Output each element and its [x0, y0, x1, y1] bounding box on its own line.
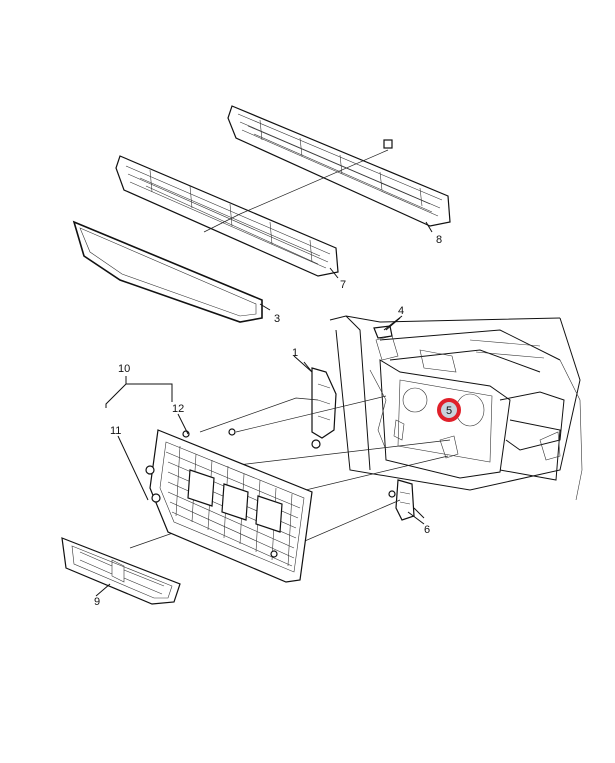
- part-9-lower-grille: [61, 537, 181, 605]
- assembly-lines-top: [203, 149, 389, 233]
- highlight-ring: [437, 398, 461, 422]
- callout-7[interactable]: 7: [340, 279, 346, 291]
- part-8-upper-grille: [227, 105, 451, 227]
- part-1-vertical-bracket: [303, 361, 337, 449]
- callout-5[interactable]: 5: [446, 405, 452, 417]
- callout-1[interactable]: 1: [292, 347, 298, 359]
- callout-12[interactable]: 12: [172, 403, 184, 415]
- callout-labels: 1 3 4 6 7 8 9 10 11 12: [94, 234, 442, 608]
- callout-8[interactable]: 8: [436, 234, 442, 246]
- part-10-main-grille: [145, 428, 313, 583]
- callout-5-highlight[interactable]: 5: [437, 398, 461, 422]
- part-3-seal-frame: [72, 220, 263, 323]
- callout-9[interactable]: 9: [94, 596, 100, 608]
- callout-3[interactable]: 3: [274, 313, 280, 325]
- callout-10[interactable]: 10: [118, 363, 130, 375]
- callout-4[interactable]: 4: [398, 305, 404, 317]
- callout-11[interactable]: 11: [110, 425, 121, 437]
- vehicle-front-structure: [329, 315, 583, 501]
- part-7-mid-grille: [115, 155, 339, 277]
- part-6-latch-bracket: [388, 479, 425, 521]
- callout-leaders: [95, 221, 433, 597]
- callout-6[interactable]: 6: [424, 524, 430, 536]
